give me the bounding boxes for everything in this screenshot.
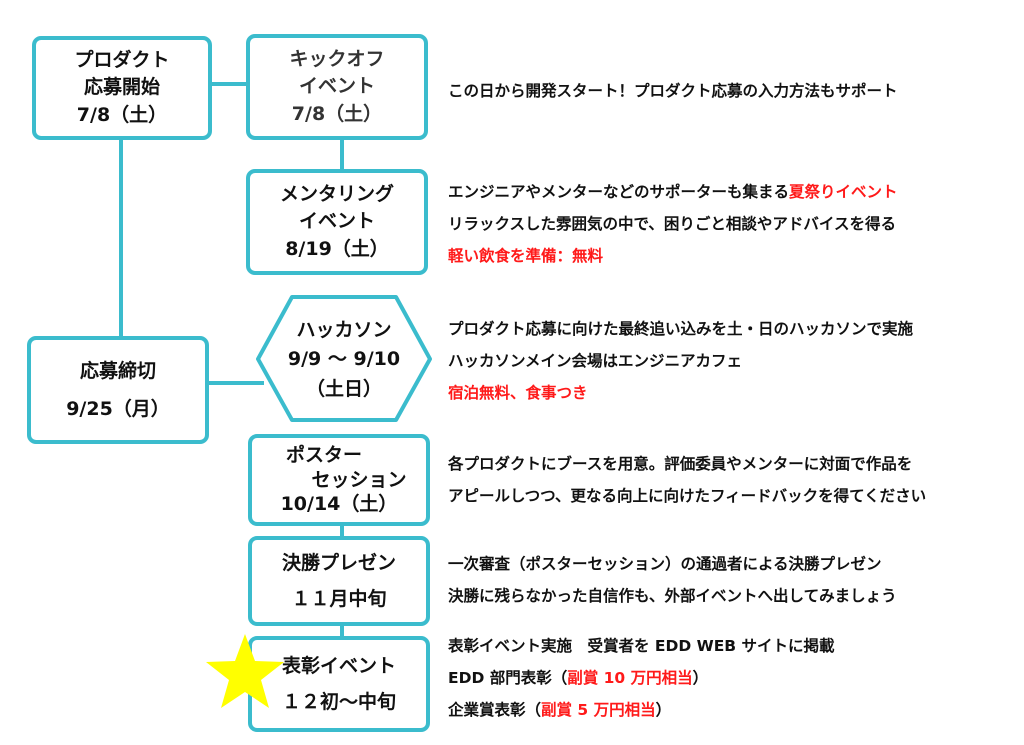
connector-final-award: [340, 623, 344, 637]
connector-deadline-hackathon: [204, 381, 264, 385]
desc-poster-line1: 各プロダクトにブースを用意。評価委員やメンターに対面で作品を: [448, 455, 913, 473]
node-kickoff-date: 7/8（土）: [291, 102, 383, 125]
node-poster-line1: ポスター: [286, 443, 363, 466]
node-deadline-label: 応募締切: [79, 360, 156, 382]
node-final-label: 決勝プレゼン: [281, 551, 396, 574]
desc-poster: 各プロダクトにブースを用意。評価委員やメンターに対面で作品を アピールしつつ、更…: [448, 448, 926, 512]
node-final: 決勝プレゼン １１月中旬: [248, 536, 430, 626]
star-icon: [206, 634, 284, 708]
desc-hackathon-line3: 宿泊無料、食事つき: [448, 384, 588, 402]
node-award-label: 表彰イベント: [281, 654, 396, 677]
desc-award-line2-pre: EDD 部門表彰（: [448, 669, 568, 687]
desc-poster-line2: アピールしつつ、更なる向上に向けたフィードバックを得てください: [448, 487, 927, 505]
desc-kickoff-line1: この日から開発スタート！プロダクト応募の入力方法もサポート: [448, 82, 898, 100]
desc-award-line3: 企業賞表彰（副賞 5 万円相当）: [448, 694, 835, 726]
node-hackathon-date: （土日）: [305, 377, 382, 400]
node-award: 表彰イベント １２初～中旬: [248, 636, 430, 732]
node-mentoring-line1: メンタリング: [279, 182, 394, 205]
node-kickoff: キックオフ イベント 7/8（土）: [246, 34, 428, 140]
node-deadline-date: 9/25（月）: [66, 398, 170, 420]
desc-award-line2-post: ）: [692, 669, 709, 687]
desc-mentoring-line1-text: エンジニアやメンターなどのサポーターも集まる: [448, 183, 790, 201]
desc-award-line2: EDD 部門表彰（副賞 10 万円相当）: [448, 662, 835, 694]
node-kickoff-line2: イベント: [298, 75, 375, 98]
desc-kickoff: この日から開発スタート！プロダクト応募の入力方法もサポート: [448, 75, 898, 107]
desc-hackathon-line2: ハッカソンメイン会場はエンジニアカフェ: [448, 352, 743, 370]
desc-mentoring-highlight: 夏祭りイベント: [789, 183, 898, 201]
desc-award-line3-pre: 企業賞表彰（: [448, 701, 542, 719]
node-poster-date: 10/14（土）: [280, 493, 398, 516]
desc-hackathon-line1: プロダクト応募に向けた最終追い込みを土・日のハッカソンで実施: [448, 320, 914, 338]
node-poster-line2: セッション: [311, 468, 407, 491]
node-hackathon-line1: ハッカソン: [296, 318, 392, 341]
connector-start-kickoff: [208, 82, 250, 86]
node-product-start-line2: 応募開始: [83, 76, 160, 99]
desc-award-line3-post: ）: [655, 701, 672, 719]
node-mentoring: メンタリング イベント 8/19（土）: [246, 169, 428, 275]
desc-hackathon: プロダクト応募に向けた最終追い込みを土・日のハッカソンで実施 ハッカソンメイン会…: [448, 313, 913, 409]
desc-final: 一次審査（ポスターセッション）の通過者による決勝プレゼン 決勝に残らなかった自信…: [448, 548, 897, 612]
connector-start-deadline: [119, 138, 123, 340]
node-hackathon: ハッカソン 9/9 ～ 9/10 （土日）: [258, 300, 430, 420]
node-mentoring-line2: イベント: [298, 210, 375, 233]
desc-final-line2: 決勝に残らなかった自信作も、外部イベントへ出してみましょう: [448, 587, 897, 605]
node-product-start-date: 7/8（土）: [76, 103, 168, 126]
node-award-date: １２初～中旬: [281, 691, 396, 713]
desc-mentoring-line2: リラックスした雰囲気の中で、困りごと相談やアドバイスを得る: [448, 215, 896, 233]
connector-kickoff-mentoring: [340, 137, 344, 173]
desc-award-line2-highlight: 副賞 10 万円相当: [567, 669, 693, 687]
desc-mentoring: エンジニアやメンターなどのサポーターも集まる夏祭りイベント リラックスした雰囲気…: [448, 176, 898, 272]
desc-mentoring-line1: エンジニアやメンターなどのサポーターも集まる夏祭りイベント: [448, 176, 898, 208]
node-product-start: プロダクト 応募開始 7/8（土）: [32, 36, 212, 140]
connector-poster-final: [340, 523, 344, 537]
node-poster: ポスター セッション 10/14（土）: [248, 434, 430, 526]
node-kickoff-line1: キックオフ: [289, 47, 385, 70]
node-hackathon-line2: 9/9 ～ 9/10: [287, 348, 401, 371]
desc-mentoring-line3: 軽い飲食を準備：無料: [448, 247, 604, 265]
node-deadline: 応募締切 9/25（月）: [27, 336, 209, 444]
desc-award-line3-highlight: 副賞 5 万円相当: [541, 701, 656, 719]
desc-award-line1: 表彰イベント実施 受賞者を EDD WEB サイトに掲載: [448, 637, 835, 655]
desc-final-line1: 一次審査（ポスターセッション）の通過者による決勝プレゼン: [448, 555, 882, 573]
desc-award: 表彰イベント実施 受賞者を EDD WEB サイトに掲載 EDD 部門表彰（副賞…: [448, 630, 835, 726]
node-product-start-line1: プロダクト: [74, 48, 170, 71]
node-mentoring-date: 8/19（土）: [285, 237, 389, 260]
node-final-date: １１月中旬: [291, 588, 387, 610]
